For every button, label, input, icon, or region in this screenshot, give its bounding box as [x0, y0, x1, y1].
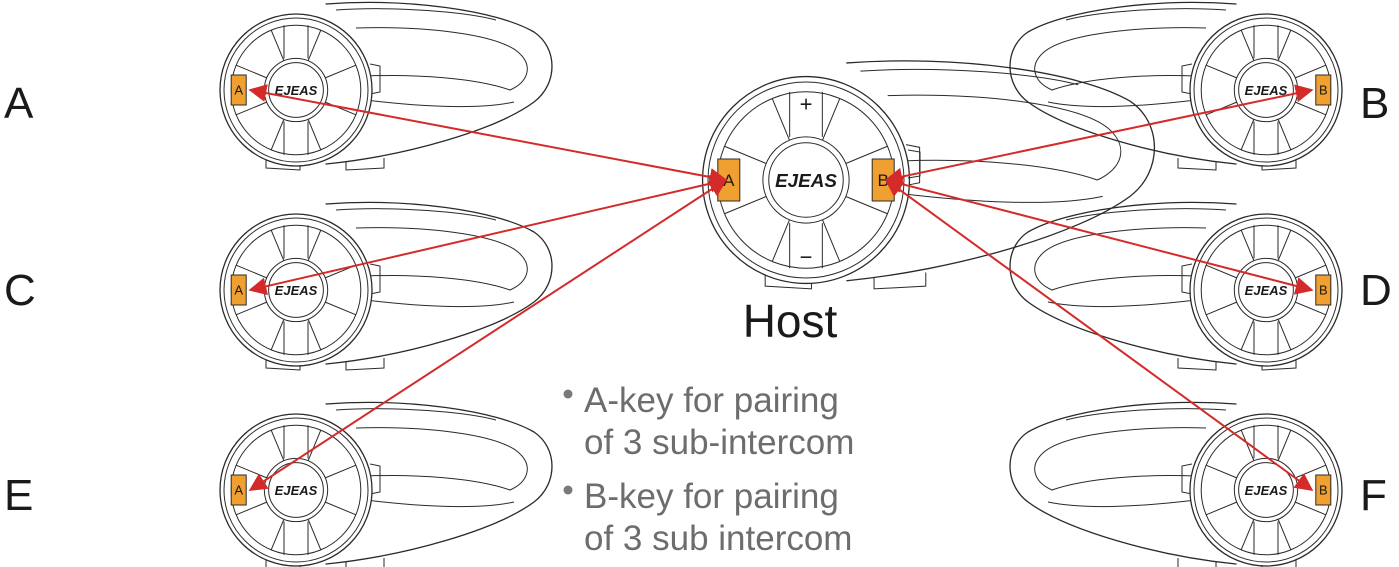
unit-label-e: E [4, 471, 33, 520]
svg-text:B: B [1319, 483, 1328, 498]
volume-up-button[interactable]: + [800, 91, 813, 116]
unit-label-b: B [1360, 79, 1389, 128]
note-line: A-key for pairing [584, 381, 839, 420]
link-host-b-to-b [884, 84, 1314, 186]
key-b-unit-d[interactable]: B [1315, 274, 1332, 306]
unit-label-a: A [4, 79, 34, 128]
note-line: of 3 sub intercom [584, 519, 852, 558]
sub-intercom-d: EJEAS B [1009, 201, 1343, 371]
brand-logo: EJEAS [775, 170, 837, 191]
svg-text:A: A [234, 483, 243, 498]
svg-text:A: A [234, 283, 243, 298]
link-host-a-to-a [248, 84, 728, 186]
note-line: B-key for pairing [584, 477, 839, 516]
unit-label-c: C [4, 266, 36, 315]
bullet-icon [563, 389, 573, 399]
svg-text:A: A [234, 83, 243, 98]
key-a-unit-e[interactable]: A [230, 474, 247, 506]
unit-label-d: D [1360, 266, 1392, 315]
link-host-a-to-e [248, 179, 728, 491]
host-label: Host [743, 295, 838, 347]
volume-down-button[interactable]: − [800, 244, 813, 269]
sub-intercom-f: EJEAS B [1009, 401, 1343, 567]
brand-logo: EJEAS [1245, 483, 1288, 498]
svg-text:B: B [1319, 83, 1328, 98]
sub-intercom-e: EJEAS A [219, 401, 553, 567]
brand-logo: EJEAS [1245, 283, 1288, 298]
key-b-unit-f[interactable]: B [1315, 474, 1332, 506]
link-host-b-to-f [884, 178, 1314, 492]
key-a-unit-c[interactable]: A [230, 274, 247, 306]
pairing-links [248, 84, 1314, 492]
note-line: of 3 sub-intercom [584, 423, 854, 462]
brand-logo: EJEAS [275, 283, 318, 298]
bullet-icon [563, 485, 573, 495]
key-a-unit-a[interactable]: A [230, 74, 247, 106]
brand-logo: EJEAS [275, 483, 318, 498]
svg-text:B: B [878, 171, 889, 190]
unit-label-f: F [1360, 471, 1387, 520]
svg-text:B: B [1319, 283, 1328, 298]
key-b-unit-b[interactable]: B [1315, 74, 1332, 106]
